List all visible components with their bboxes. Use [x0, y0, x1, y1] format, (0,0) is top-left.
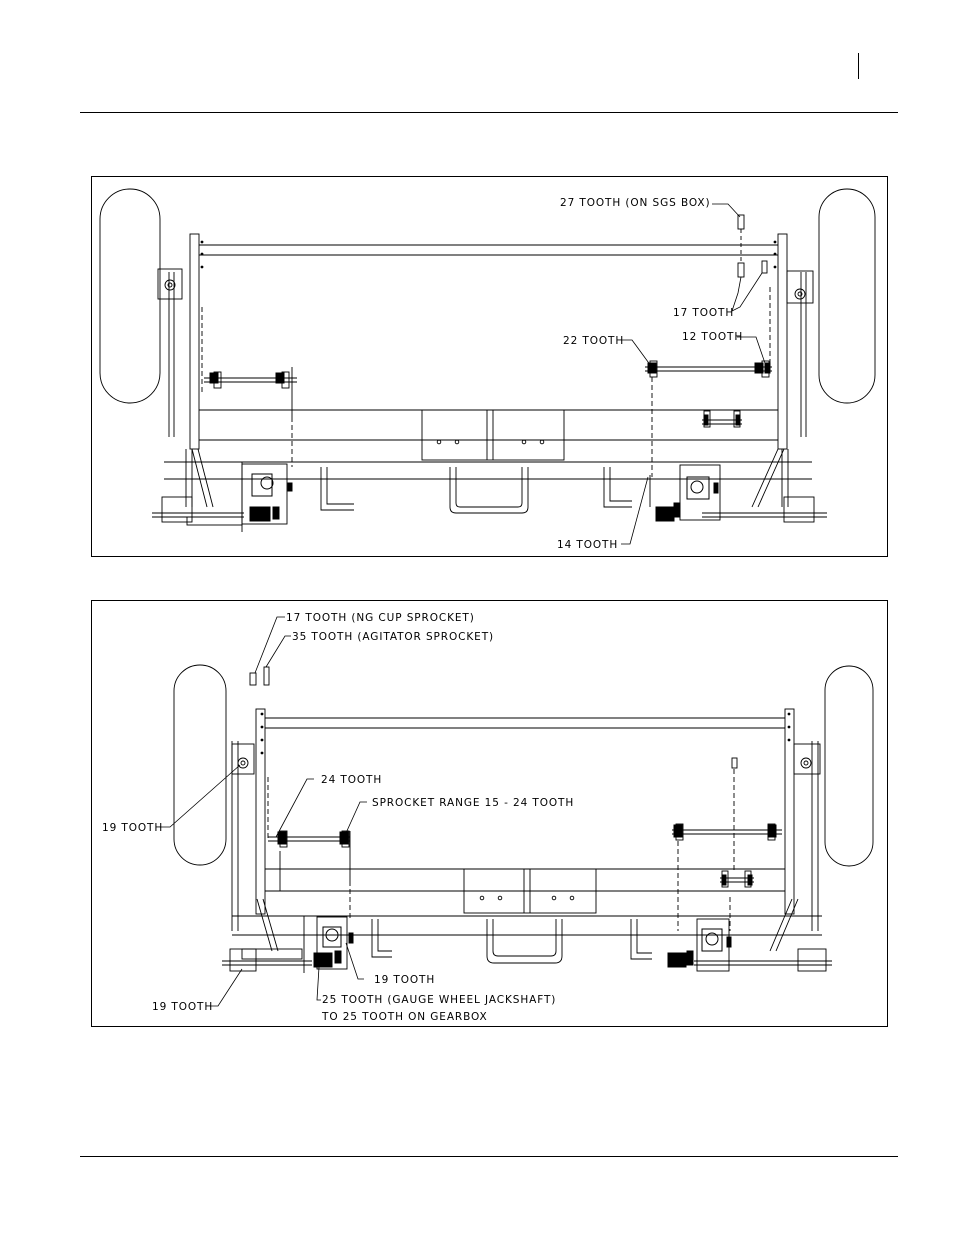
label-25-tooth-gauge-wheel-jackshaft: 25 TOOTH (GAUGE WHEEL JACKSHAFT) — [322, 994, 556, 1006]
right-tire — [819, 189, 875, 403]
label-to-25-tooth-on-gearbox: TO 25 TOOTH ON GEARBOX — [321, 1011, 488, 1023]
label-12-tooth: 12 TOOTH — [682, 331, 743, 343]
label-19-tooth-gearbox: 19 TOOTH — [374, 974, 435, 986]
drive-diagram-top-drawing: 27 TOOTH (ON SGS BOX) 17 TOOTH 22 TOOTH … — [92, 177, 887, 556]
drive-diagram-bottom-drawing: 17 TOOTH (NG CUP SPROCKET) 35 TOOTH (AGI… — [92, 601, 887, 1026]
drive-diagram-bottom: 17 TOOTH (NG CUP SPROCKET) 35 TOOTH (AGI… — [91, 600, 888, 1027]
left-tire — [174, 665, 226, 865]
header-rule — [80, 112, 898, 113]
label-19-tooth-bottom: 19 TOOTH — [152, 1001, 213, 1013]
header-vertical-bar — [858, 53, 859, 79]
label-22-tooth: 22 TOOTH — [563, 335, 624, 347]
left-tire — [100, 189, 160, 403]
label-sprocket-range: SPROCKET RANGE 15 - 24 TOOTH — [372, 797, 574, 809]
label-19-tooth-left: 19 TOOTH — [102, 822, 163, 834]
label-17-tooth-ng-cup-sprocket: 17 TOOTH (NG CUP SPROCKET) — [286, 612, 475, 624]
label-24-tooth: 24 TOOTH — [321, 774, 382, 786]
label-27-tooth-sgs-box: 27 TOOTH (ON SGS BOX) — [560, 197, 710, 209]
label-35-tooth-agitator-sprocket: 35 TOOTH (AGITATOR SPROCKET) — [292, 631, 494, 643]
right-tire — [825, 666, 873, 866]
footer-rule — [80, 1156, 898, 1157]
label-17-tooth: 17 TOOTH — [673, 307, 734, 319]
label-14-tooth: 14 TOOTH — [557, 539, 618, 551]
drive-diagram-top: 27 TOOTH (ON SGS BOX) 17 TOOTH 22 TOOTH … — [91, 176, 888, 557]
